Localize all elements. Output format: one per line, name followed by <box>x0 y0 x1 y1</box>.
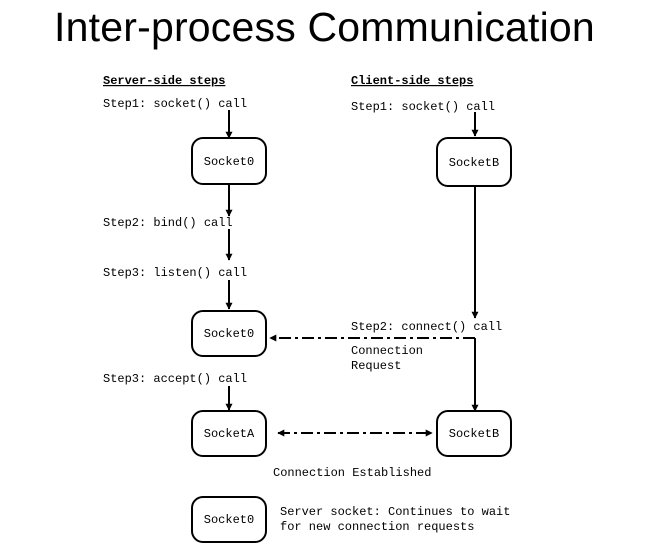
server-side-heading: Server-side steps <box>103 74 225 88</box>
server-step2-label: Step2: bind() call <box>103 216 233 230</box>
client-step2-label: Step2: connect() call <box>351 320 502 334</box>
server-step3-accept-label: Step3: accept() call <box>103 372 247 386</box>
socketa-node: SocketA <box>191 410 267 457</box>
socket0-initial-label: Socket0 <box>204 155 254 169</box>
socket0-waiting-node: Socket0 <box>191 496 267 543</box>
socketb-connected-node: SocketB <box>436 410 512 457</box>
server-socket-note-line2: for new connection requests <box>280 520 474 534</box>
socketb-connected-label: SocketB <box>449 427 499 441</box>
connection-request-label-line1: Connection <box>351 344 423 358</box>
server-socket-note-line1: Server socket: Continues to wait <box>280 505 510 519</box>
socket0-listening-label: Socket0 <box>204 327 254 341</box>
connection-established-label: Connection Established <box>273 466 431 480</box>
socket0-waiting-label: Socket0 <box>204 513 254 527</box>
server-step1-label: Step1: socket() call <box>103 97 247 111</box>
socketb-initial-label: SocketB <box>449 156 499 170</box>
client-step1-label: Step1: socket() call <box>351 100 495 114</box>
server-step3-listen-label: Step3: listen() call <box>103 266 247 280</box>
connection-request-label-line2: Request <box>351 359 401 373</box>
socketa-label: SocketA <box>204 427 255 441</box>
socket0-initial-node: Socket0 <box>191 137 267 185</box>
client-side-heading: Client-side steps <box>351 74 473 88</box>
slide-title: Inter-process Communication <box>54 4 595 50</box>
socket0-listening-node: Socket0 <box>191 310 267 357</box>
socketb-initial-node: SocketB <box>436 137 512 187</box>
